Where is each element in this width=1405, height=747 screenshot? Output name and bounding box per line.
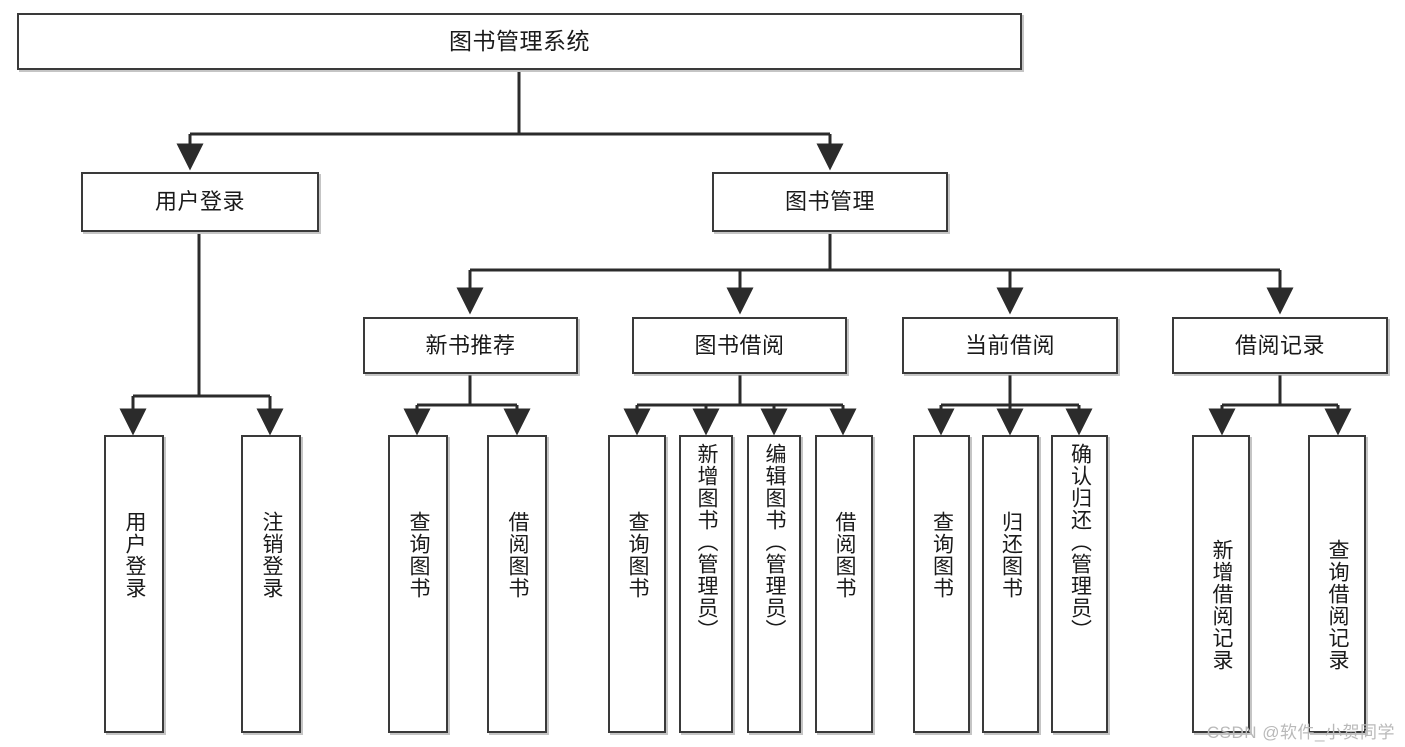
node-label: 查询图书 (930, 511, 954, 599)
node-label: 编辑图书（管理员） (763, 443, 787, 641)
leaf-edit-book-admin[interactable]: 编辑图书（管理员） (747, 435, 801, 733)
node-label: 图书借阅 (694, 332, 785, 358)
leaf-return-books[interactable]: 归还图书 (982, 435, 1039, 733)
leaf-query-books-new[interactable]: 查询图书 (388, 435, 448, 733)
node-label: 查询图书 (626, 511, 650, 599)
leaf-add-borrow-record[interactable]: 新增借阅记录 (1192, 435, 1250, 733)
node-user-login[interactable]: 用户登录 (81, 172, 319, 232)
node-label: 注销登录 (260, 511, 284, 599)
node-borrowing-records[interactable]: 借阅记录 (1172, 317, 1388, 374)
node-label: 用户登录 (154, 189, 245, 215)
node-current-borrowing[interactable]: 当前借阅 (902, 317, 1118, 374)
watermark: CSDN @软件_小贺同学 (1206, 723, 1395, 742)
node-label: 借阅图书 (506, 511, 530, 599)
node-label: 图书管理系统 (449, 27, 590, 54)
node-new-book-recommendation[interactable]: 新书推荐 (363, 317, 578, 374)
leaf-query-books-current[interactable]: 查询图书 (913, 435, 970, 733)
leaf-logout[interactable]: 注销登录 (241, 435, 301, 733)
leaf-confirm-return-admin[interactable]: 确认归还（管理员） (1051, 435, 1108, 733)
node-label: 当前借阅 (964, 332, 1055, 358)
leaf-borrow-books-new[interactable]: 借阅图书 (487, 435, 547, 733)
node-label: 用户登录 (123, 511, 147, 599)
node-book-management[interactable]: 图书管理 (712, 172, 948, 232)
node-book-borrowing[interactable]: 图书借阅 (632, 317, 847, 374)
leaf-add-book-admin[interactable]: 新增图书（管理员） (679, 435, 733, 733)
leaf-user-login[interactable]: 用户登录 (104, 435, 164, 733)
node-label: 新增借阅记录 (1210, 539, 1234, 671)
node-label: 图书管理 (784, 189, 875, 215)
node-label: 借阅记录 (1234, 332, 1325, 358)
leaf-query-books-borrow[interactable]: 查询图书 (608, 435, 666, 733)
node-root-book-management-system[interactable]: 图书管理系统 (17, 13, 1022, 70)
leaf-query-borrow-record[interactable]: 查询借阅记录 (1308, 435, 1366, 733)
node-label: 借阅图书 (833, 511, 857, 599)
leaf-borrow-books[interactable]: 借阅图书 (815, 435, 873, 733)
node-label: 查询借阅记录 (1326, 539, 1350, 671)
node-label: 新书推荐 (425, 332, 516, 358)
node-label: 归还图书 (999, 511, 1023, 599)
node-label: 确认归还（管理员） (1068, 443, 1092, 641)
node-label: 查询图书 (407, 511, 431, 599)
node-label: 新增图书（管理员） (695, 443, 719, 641)
